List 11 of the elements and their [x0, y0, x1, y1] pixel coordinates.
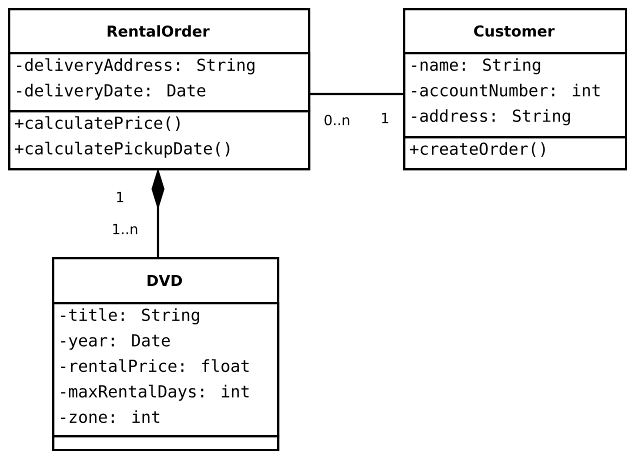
method-compartment: +calculatePrice() +calculatePickupDate()	[8, 110, 310, 170]
method-compartment: +createOrder()	[403, 136, 627, 170]
multiplicity-label: 1..n	[113, 224, 138, 234]
attribute-compartment: -name: String -accountNumber: int -address: String	[403, 52, 627, 138]
attribute-compartment: -deliveryAddress: String -deliveryDate: Date	[8, 52, 310, 112]
multiplicity-label: 1	[382, 112, 388, 124]
attribute-compartment: -title: String -year: Date -rentalPrice: float -maxRentalDays: int -zone: int	[52, 302, 280, 438]
multiplicity-label: 0..n	[324, 114, 350, 126]
association-line	[308, 92, 403, 96]
multiplicity-label: 1	[117, 192, 124, 202]
empty-compartment	[52, 435, 280, 451]
